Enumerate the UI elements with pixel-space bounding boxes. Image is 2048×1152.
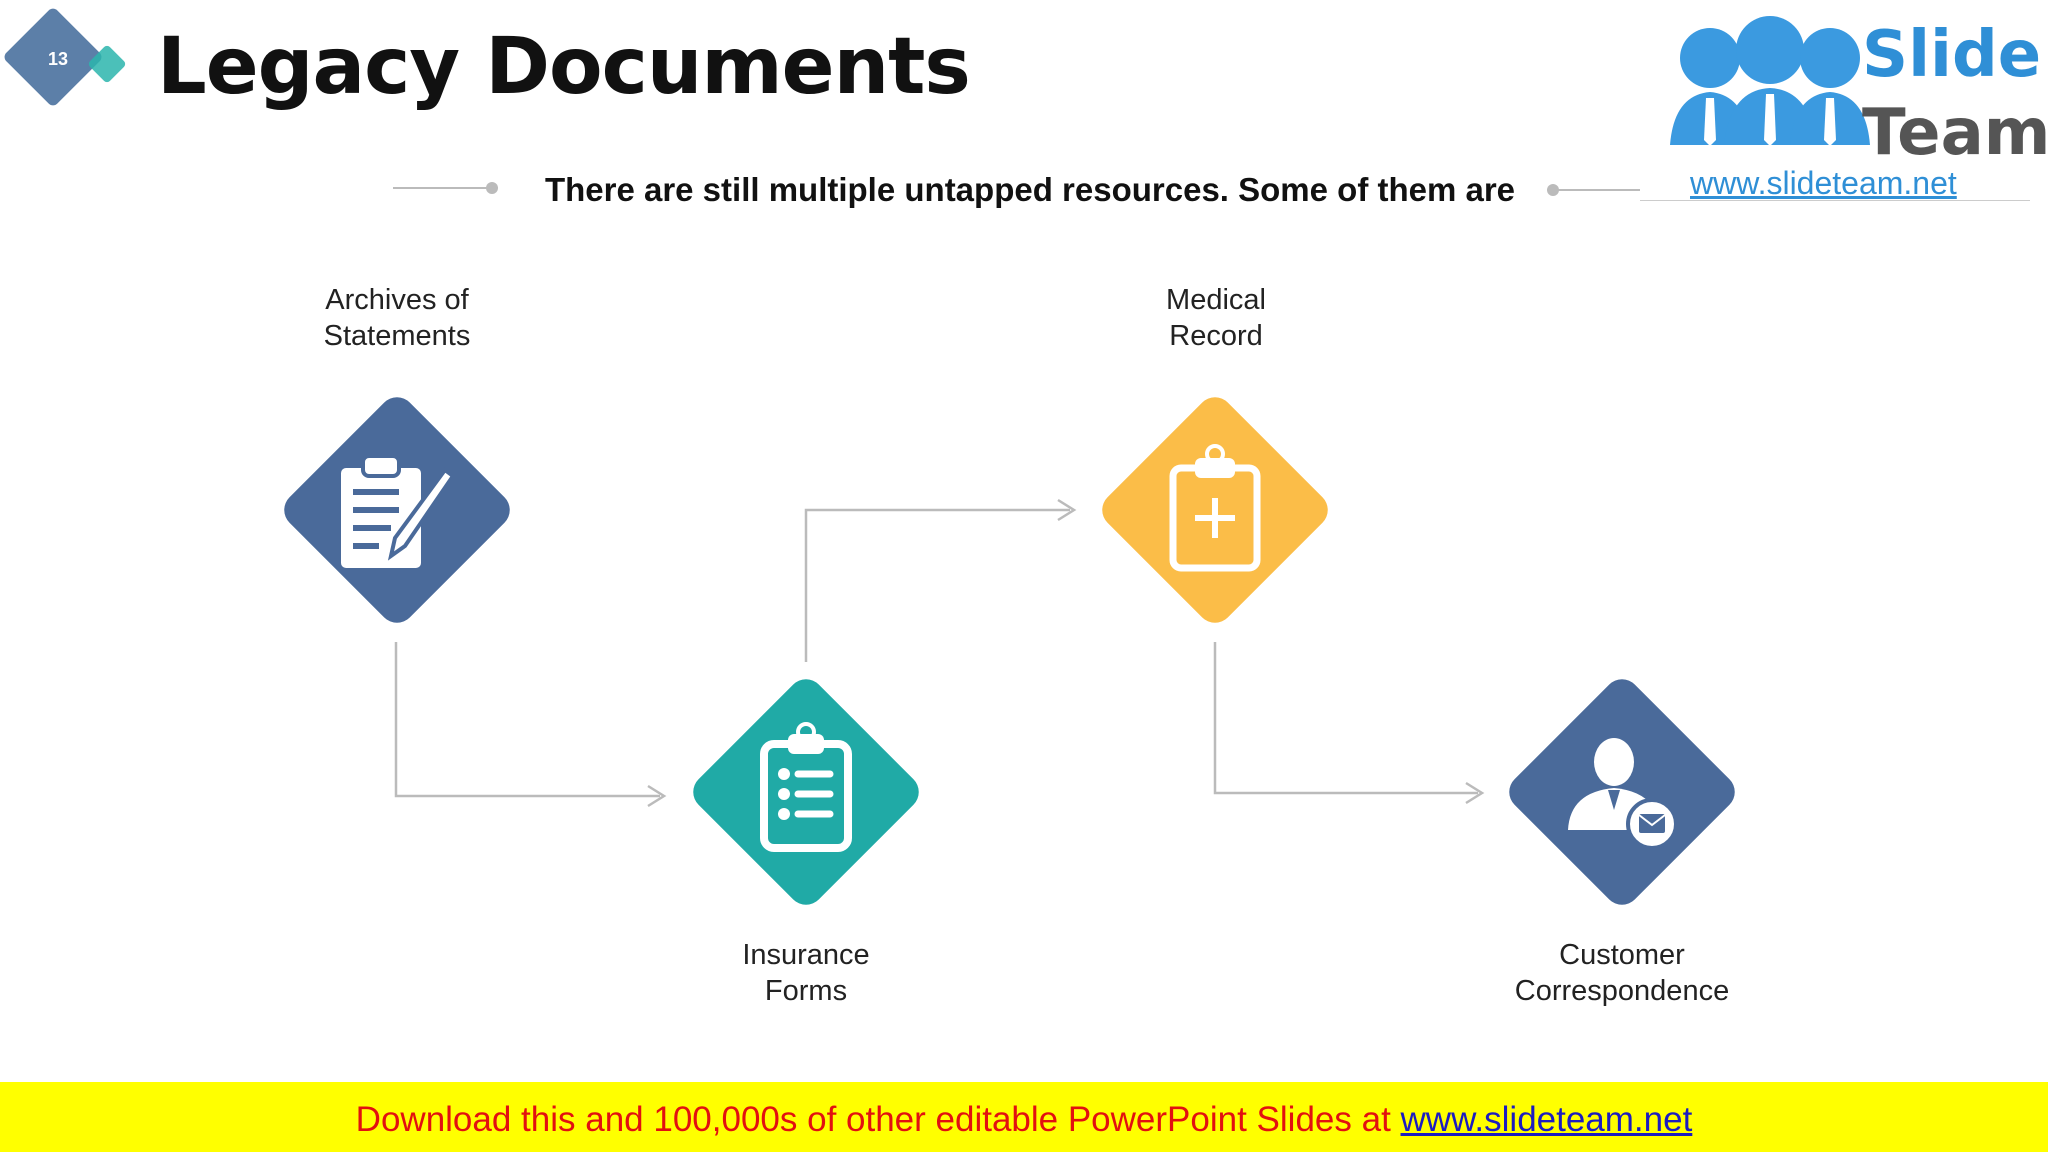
clipboard-pen-icon [341, 454, 456, 568]
banner-text: Download this and 100,000s of other edit… [355, 1100, 1401, 1139]
logo-word-team: Team [1862, 96, 2048, 170]
node-label-insurance: Insurance Forms [656, 937, 956, 1009]
label-line: Correspondence [1514, 975, 1730, 1007]
label-line: Statements [323, 320, 471, 352]
people-logo-icon [1670, 16, 1870, 146]
slideteam-logo[interactable] [1640, 0, 2030, 201]
node-medical [1102, 397, 1328, 623]
person-mail-icon [1568, 738, 1678, 850]
download-banner [0, 1082, 2048, 1152]
medical-clipboard-icon [1169, 444, 1261, 572]
label-line: Insurance [742, 939, 870, 971]
node-customer [1509, 679, 1735, 905]
slide-title: Legacy Documents [157, 22, 971, 112]
label-line: Forms [764, 975, 848, 1007]
slide-number: 13 [47, 49, 69, 69]
download-banner-text: Download this and 100,000s of other edit… [0, 1100, 2048, 1140]
label-line: Archives of [325, 284, 469, 316]
clipboard-list-icon [760, 722, 852, 852]
node-label-archives: Archives of Statements [247, 282, 547, 354]
label-line: Record [1169, 320, 1263, 352]
node-label-medical: Medical Record [1066, 282, 1366, 354]
logo-url-link[interactable]: www.slideteam.net [1690, 165, 1957, 201]
node-label-customer: Customer Correspondence [1472, 937, 1772, 1009]
node-insurance [693, 679, 919, 905]
banner-link[interactable]: www.slideteam.net [1400, 1100, 1693, 1139]
logo-word-slide: Slide [1862, 18, 2042, 92]
slide-subtitle: There are still multiple untapped resour… [544, 171, 1516, 208]
node-archives [284, 397, 510, 623]
label-line: Medical [1166, 284, 1266, 316]
label-line: Customer [1559, 939, 1685, 971]
